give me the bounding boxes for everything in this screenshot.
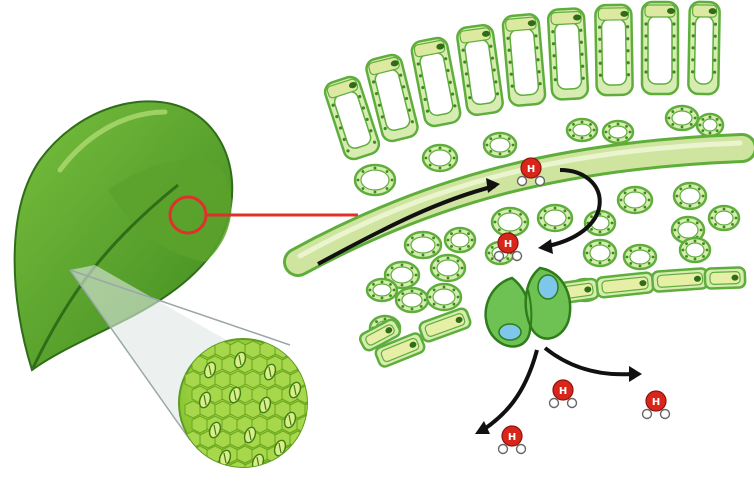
transpiration-arrow-right xyxy=(543,346,633,377)
spongy-cell xyxy=(678,236,712,264)
spongy-cell xyxy=(582,238,618,268)
spongy-cell xyxy=(394,286,430,314)
spongy-cell xyxy=(365,277,399,303)
spongy-cell xyxy=(482,131,518,159)
spongy-cell xyxy=(403,230,443,260)
surface-stoma xyxy=(243,426,257,444)
molecule-letter: H xyxy=(508,432,516,443)
palisade-layer xyxy=(323,0,721,161)
palisade-cell xyxy=(687,0,721,96)
molecule-letter: H xyxy=(652,397,660,408)
spongy-cell xyxy=(429,253,467,283)
water-molecule: H xyxy=(497,425,527,455)
spongy-cell xyxy=(670,215,706,245)
flow-arrows xyxy=(317,168,642,434)
surface-stoma xyxy=(218,449,232,467)
leaf-surface-zoom xyxy=(178,338,308,468)
water-molecules: H H H H H xyxy=(493,157,671,455)
surface-stoma xyxy=(203,361,217,379)
spongy-cell xyxy=(695,112,725,138)
diffusion-arrowhead xyxy=(538,239,553,254)
surface-stoma xyxy=(228,386,242,404)
transpiration-arrow-left xyxy=(481,349,539,432)
surface-stoma xyxy=(258,396,272,414)
palisade-cell xyxy=(456,23,504,117)
spongy-cell xyxy=(664,104,700,132)
leaf-highlight xyxy=(57,109,168,173)
epidermis-cell xyxy=(374,332,426,368)
water-molecule: H xyxy=(548,379,578,409)
palisade-cell xyxy=(640,0,680,96)
guard-cell-right xyxy=(524,266,572,340)
surface-stoma xyxy=(273,439,287,457)
palisade-cell xyxy=(323,75,381,161)
palisade-cell xyxy=(546,7,590,101)
surface-stoma xyxy=(208,421,222,439)
surface-stoma xyxy=(283,411,297,429)
epidermis-cell xyxy=(358,318,402,352)
guard-cell-right-vacuole xyxy=(537,274,559,300)
spongy-cell xyxy=(672,181,708,211)
spongy-cell xyxy=(536,203,574,233)
water-molecule: H xyxy=(516,157,546,187)
spongy-cell xyxy=(601,119,635,145)
palisade-cell xyxy=(365,53,419,143)
spongy-cell xyxy=(490,206,530,238)
surface-stoma xyxy=(288,381,302,399)
molecule-letter: H xyxy=(559,386,567,397)
spongy-cell xyxy=(622,243,658,271)
palisade-cell xyxy=(594,3,634,97)
surface-stoma xyxy=(198,391,212,409)
spongy-cell xyxy=(616,185,654,215)
leaf-vein xyxy=(283,133,754,277)
spongy-cell xyxy=(421,143,459,173)
surface-stoma xyxy=(263,363,277,381)
palisade-cell xyxy=(501,13,547,107)
guard-cell-left-vacuole xyxy=(498,323,522,341)
transpiration-arrowhead-right xyxy=(629,366,642,382)
molecule-letter: H xyxy=(527,164,535,175)
water-molecule: H xyxy=(493,232,523,262)
zoom-funnel-edge-top xyxy=(69,269,291,346)
zoom-funnel-edge-bottom xyxy=(69,269,191,441)
epidermis-cell xyxy=(703,266,747,290)
water-molecule: H xyxy=(641,390,671,420)
xylem-flow-arrow xyxy=(317,184,496,266)
palisade-cell xyxy=(410,36,462,128)
xylem-flow-arrowhead xyxy=(486,178,500,193)
diffusion-arrow xyxy=(547,168,602,248)
stoma-pore xyxy=(527,289,533,333)
spongy-cell xyxy=(425,282,463,312)
epidermis-cell xyxy=(651,267,709,293)
spongy-cell xyxy=(565,117,599,143)
epidermis-cell xyxy=(418,307,472,343)
molecule-letter: H xyxy=(504,239,512,250)
surface-stoma xyxy=(233,351,247,369)
spongy-cell xyxy=(443,226,477,254)
stoma xyxy=(484,266,572,348)
transpiration-arrowhead-left xyxy=(475,421,490,434)
spongy-cell xyxy=(707,204,741,232)
spongy-cell xyxy=(353,163,397,197)
epidermis-cell xyxy=(595,271,655,299)
